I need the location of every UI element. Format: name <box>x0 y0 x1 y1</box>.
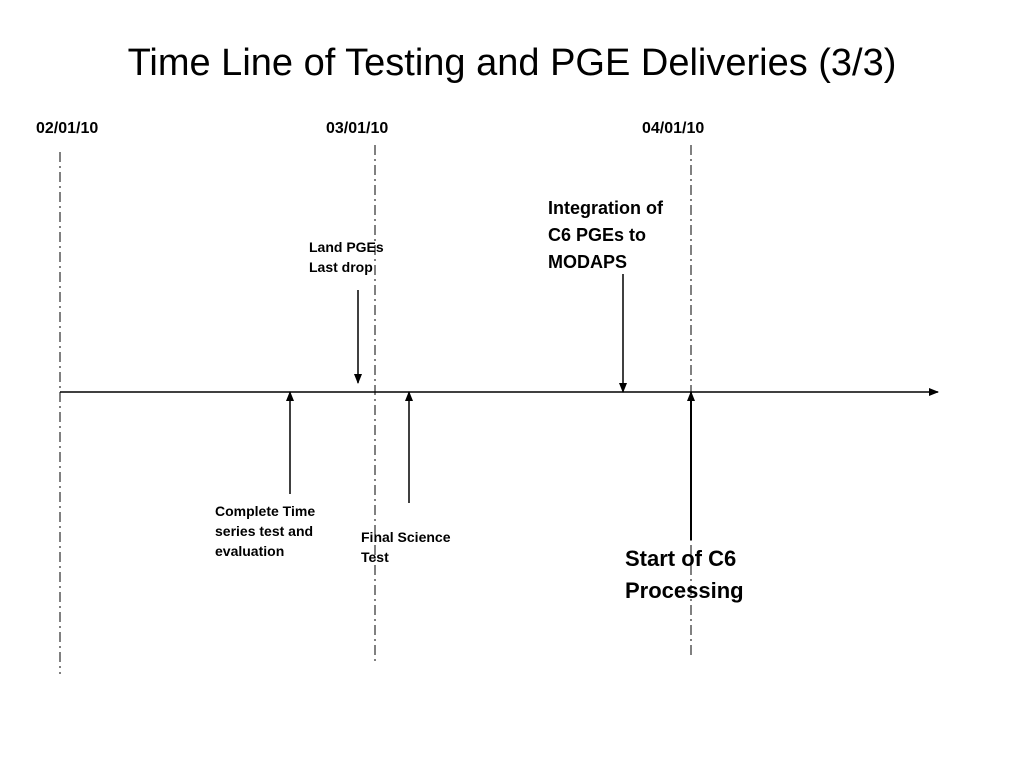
event-land-pges-last-drop: Land PGEs Last drop <box>309 239 384 275</box>
date-label-mar: 03/01/10 <box>326 120 389 137</box>
event-complete-time-series-test: Complete Time series test and evaluation <box>215 503 316 559</box>
event-final-science-test: Final Science Test <box>361 529 451 565</box>
event-integration-c6-pges: Integration of C6 PGEs to MODAPS <box>548 198 663 272</box>
date-label-feb: 02/01/10 <box>36 120 99 137</box>
date-label-apr: 04/01/10 <box>642 120 705 137</box>
event-start-c6-processing: Start of C6 Processing <box>625 546 744 603</box>
slide-title: Time Line of Testing and PGE Deliveries … <box>127 42 897 84</box>
